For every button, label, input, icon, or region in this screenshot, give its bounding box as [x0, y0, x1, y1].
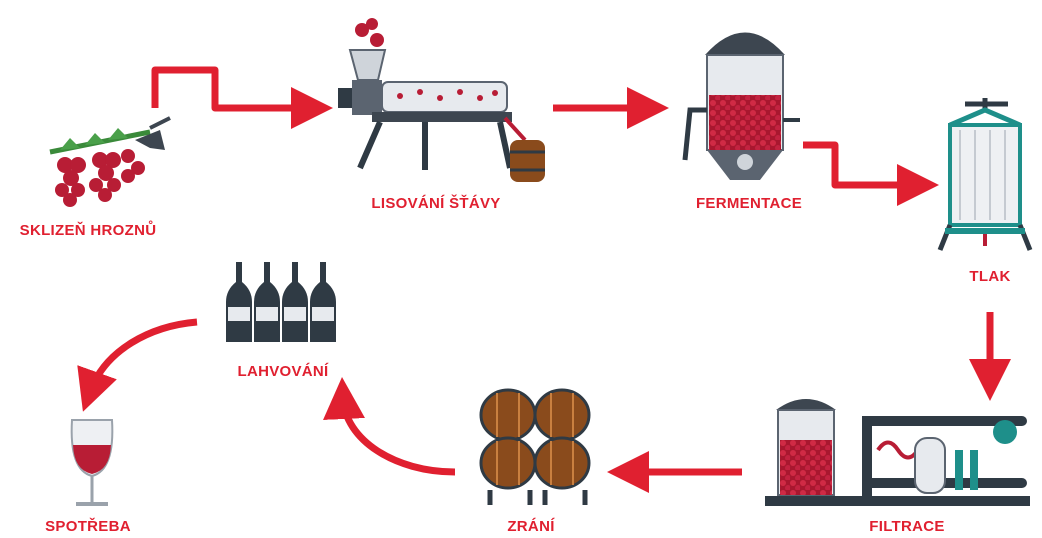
step-label-harvest: SKLIZEŇ HROZNŮ: [19, 222, 157, 239]
arrow-harvest-to-press: [151, 66, 333, 129]
step-label-pressure: TLAK: [969, 268, 1011, 285]
wine-press-icon: [937, 98, 1033, 251]
wine-bottles-icon: [226, 262, 336, 342]
step-label-aging: ZRÁNÍ: [507, 518, 555, 535]
wine-glass-icon: [70, 419, 114, 506]
step-label-press: LISOVÁNÍ ŠŤÁVY: [371, 195, 501, 212]
barrels-icon: [479, 388, 591, 505]
fermentation-tank-icon: [682, 32, 800, 180]
step-label-bottling: LAHVOVÁNÍ: [237, 363, 329, 380]
arrows: [77, 66, 1011, 493]
arrow-aging-to-bottling: [323, 377, 456, 476]
arrow-bottling-to-consumption: [77, 318, 198, 412]
arrow-ferment-to-pressure: [803, 141, 939, 206]
filtration-machine-icon: [765, 399, 1030, 506]
step-label-consumption: SPOTŘEBA: [45, 518, 131, 535]
juice-press-icon: [338, 18, 545, 182]
step-label-ferment: FERMENTACE: [695, 195, 803, 212]
grape-harvest-icon: [49, 116, 171, 207]
step-label-filter: FILTRACE: [869, 518, 945, 535]
